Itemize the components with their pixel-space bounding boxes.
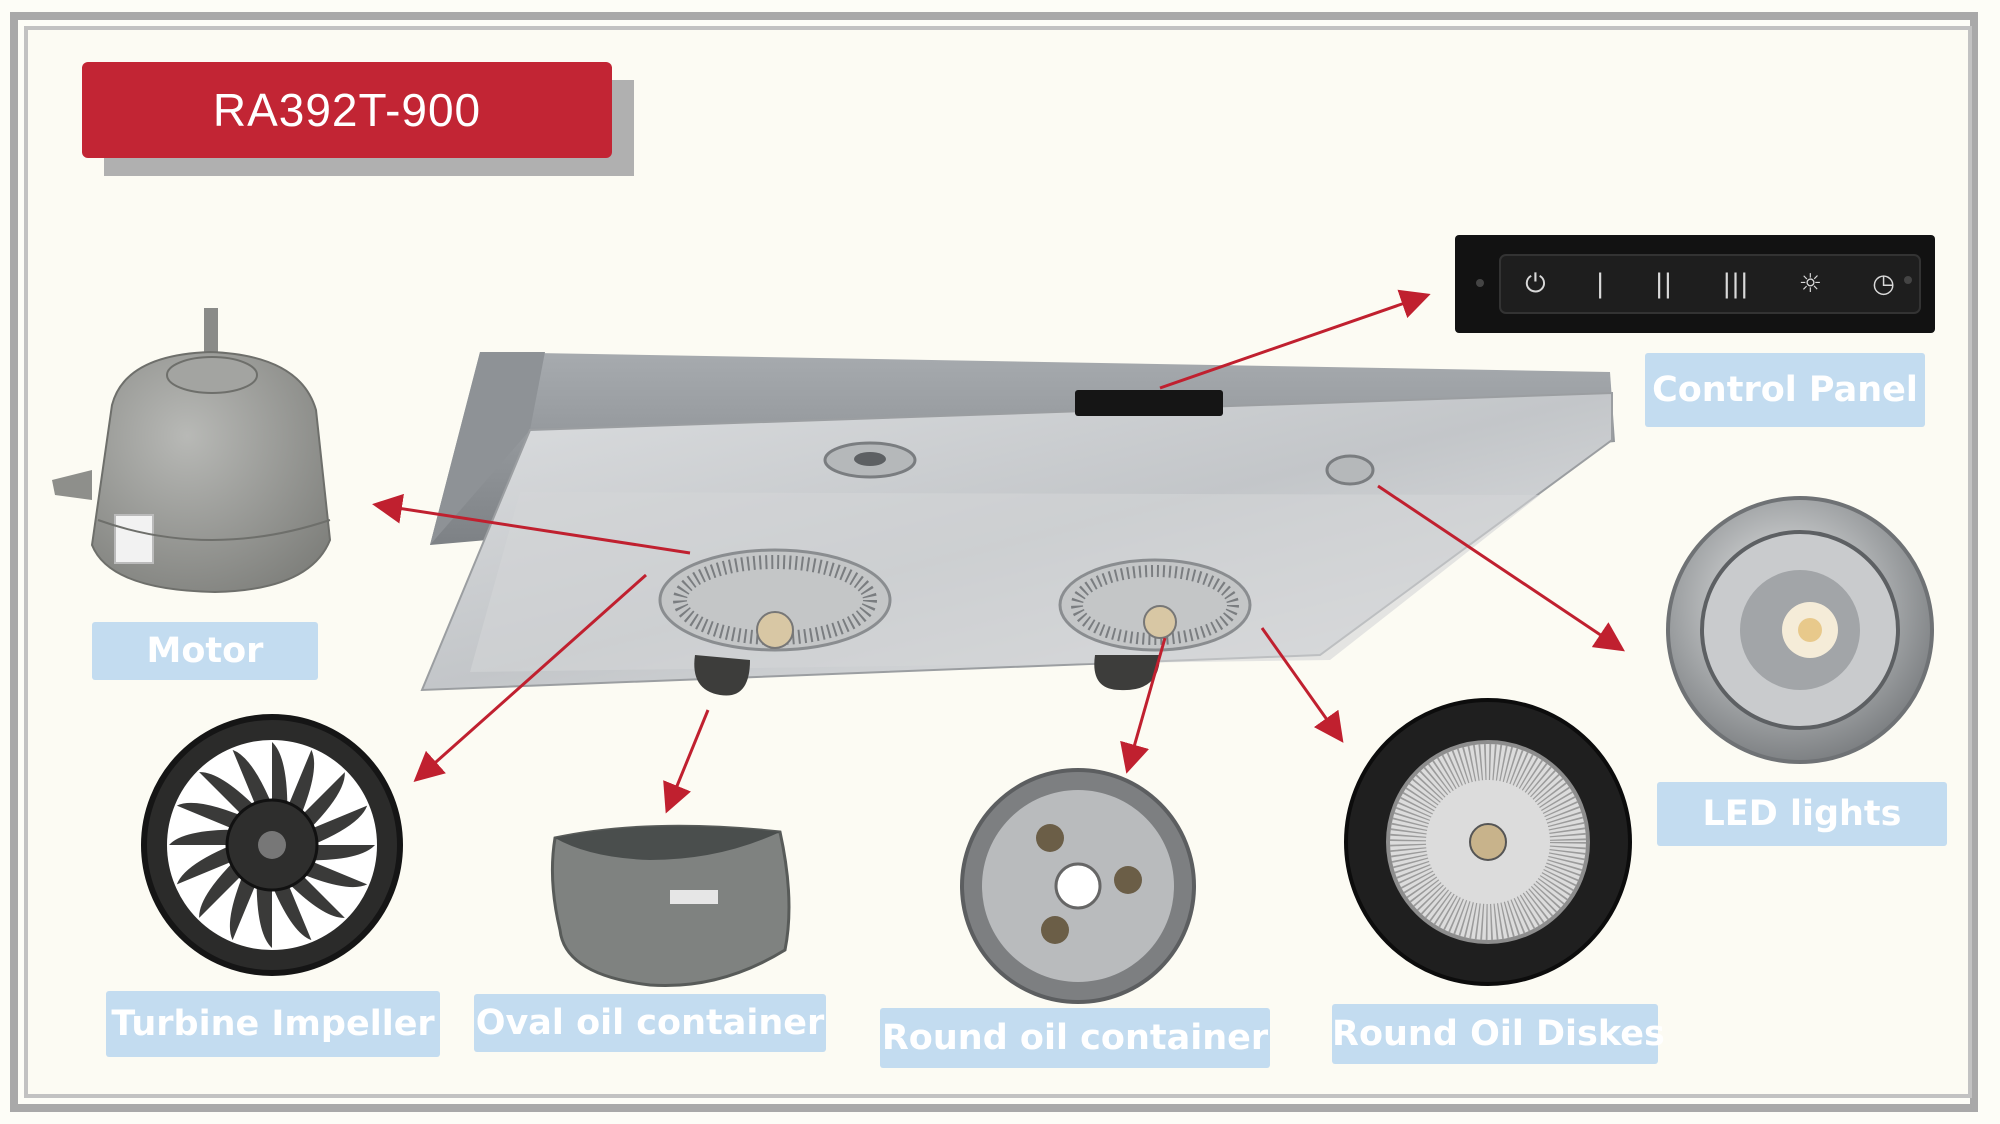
outer-frame: [10, 12, 1978, 1112]
label-control-panel: Control Panel: [1645, 353, 1925, 427]
control-panel-illustration: [1455, 235, 1935, 333]
label-turbine-impeller: Turbine Impeller: [106, 991, 440, 1057]
power-icon: ⏻: [1525, 268, 1546, 299]
control-panel-buttons: ⏻ | || ||| ☼ ◷: [1500, 255, 1920, 313]
arrow-round-oil-diskes: [1260, 627, 1344, 743]
arrow-turbine-impeller: [413, 573, 647, 782]
speed-3-icon: |||: [1722, 269, 1749, 299]
motor-illustration: [52, 308, 332, 594]
callout-arrows: [372, 289, 1625, 814]
oval-oil-container-illustration: [550, 824, 791, 988]
hood-led-light-right: [1325, 454, 1375, 486]
led-light-illustration: [1666, 496, 1934, 764]
turbine-impeller-illustration: [141, 714, 403, 976]
label-round-oil-container: Round oil container: [880, 1008, 1270, 1068]
label-oval-oil-container: Oval oil container: [474, 994, 826, 1052]
model-title: RA392T-900: [82, 62, 612, 158]
round-oil-disk-illustration: [1344, 698, 1632, 986]
arrow-led-lights: [1377, 484, 1625, 652]
light-icon: ☼: [1798, 269, 1823, 299]
speed-1-icon: |: [1595, 269, 1605, 299]
arrow-motor: [372, 493, 691, 555]
label-round-oil-diskes: Round Oil Diskes: [1332, 1004, 1665, 1064]
range-hood: [420, 352, 1615, 696]
hood-control-panel: [1075, 390, 1223, 416]
arrow-oval-oil-container: [663, 709, 710, 814]
speed-2-icon: ||: [1654, 269, 1673, 299]
arrow-control-panel: [1159, 289, 1431, 390]
round-oil-container-illustration: [960, 768, 1196, 1004]
timer-icon: ◷: [1872, 269, 1895, 299]
label-led-lights: LED lights: [1657, 782, 1947, 846]
label-motor: Motor: [92, 622, 318, 680]
arrow-round-oil-container: [1120, 637, 1167, 774]
